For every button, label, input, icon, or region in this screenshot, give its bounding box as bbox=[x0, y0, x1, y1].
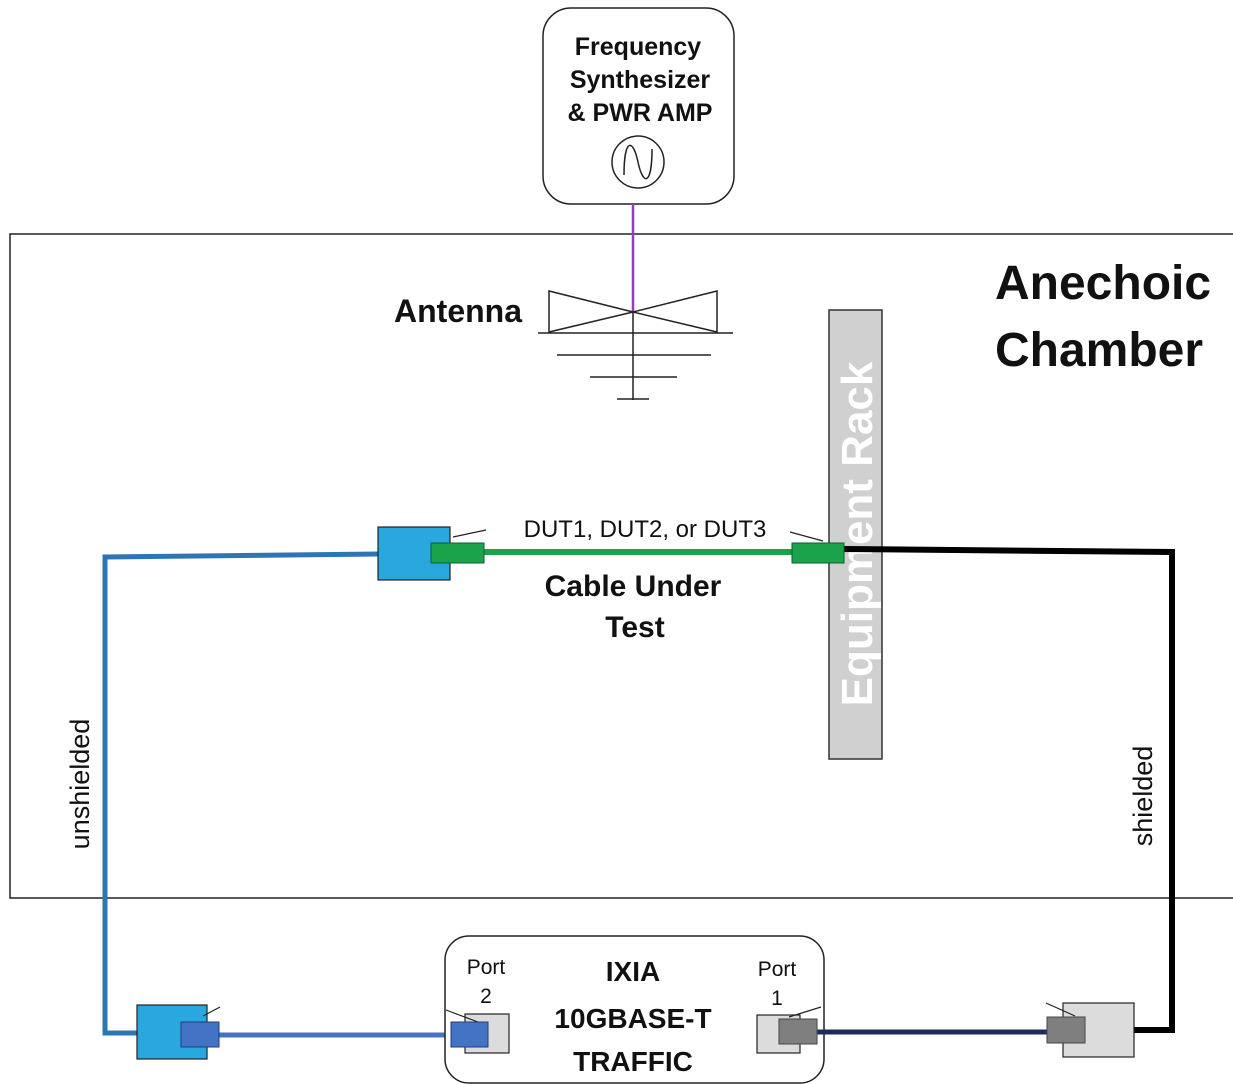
port1-cable-plug-right bbox=[1046, 1016, 1086, 1044]
ixia-traffic-generator bbox=[444, 935, 825, 1084]
dut-label: DUT1, DUT2, or DUT3 bbox=[524, 516, 767, 543]
port2-cable-plug-left bbox=[180, 1021, 220, 1048]
synth-label-line1: Frequency bbox=[575, 33, 702, 61]
connector-latch bbox=[452, 529, 487, 538]
synth-label-line2: Synthesizer bbox=[570, 66, 711, 94]
unshielded-cable bbox=[102, 551, 380, 1036]
sine-wave-source-icon bbox=[611, 135, 665, 189]
shielded-cable bbox=[842, 546, 1175, 1033]
ixia-label-line3: TRAFFIC bbox=[573, 1046, 693, 1077]
cable-under-test-label-line1: Cable Under bbox=[545, 570, 722, 603]
port1-cable-plug-left bbox=[778, 1018, 818, 1045]
anechoic-chamber-boundary bbox=[9, 233, 1233, 899]
antenna-label: Antenna bbox=[394, 293, 522, 329]
connector-latch bbox=[789, 531, 824, 542]
port2-cable-plug-right bbox=[450, 1021, 489, 1048]
unshielded-label: unshielded bbox=[65, 719, 95, 850]
chamber-title-line1: Anechoic bbox=[995, 257, 1211, 310]
chamber-title-line2: Chamber bbox=[995, 324, 1203, 377]
connector-latch bbox=[445, 1009, 479, 1023]
port2-number: 2 bbox=[480, 985, 492, 1008]
connector-latch bbox=[788, 1006, 822, 1018]
port1-label: Port bbox=[758, 958, 797, 981]
equipment-rack-label: Equipment Rack bbox=[833, 361, 882, 706]
synth-label-line3: & PWR AMP bbox=[568, 99, 713, 127]
dut-plug-left bbox=[430, 542, 485, 564]
connector-latch bbox=[1045, 1002, 1076, 1017]
cable-under-test-label-line2: Test bbox=[605, 611, 664, 644]
dut-plug-right bbox=[791, 542, 845, 564]
equipment-rack bbox=[828, 309, 883, 760]
port1-number: 1 bbox=[771, 987, 783, 1010]
shielded-label: shielded bbox=[1128, 746, 1158, 847]
port2-label: Port bbox=[467, 956, 506, 979]
connector-latch bbox=[202, 1006, 221, 1017]
ixia-label-line2: 10GBASE-T bbox=[554, 1003, 711, 1034]
frequency-synthesizer-box bbox=[542, 7, 735, 205]
antenna-icon bbox=[538, 290, 733, 400]
ixia-label-line1: IXIA bbox=[606, 956, 660, 987]
